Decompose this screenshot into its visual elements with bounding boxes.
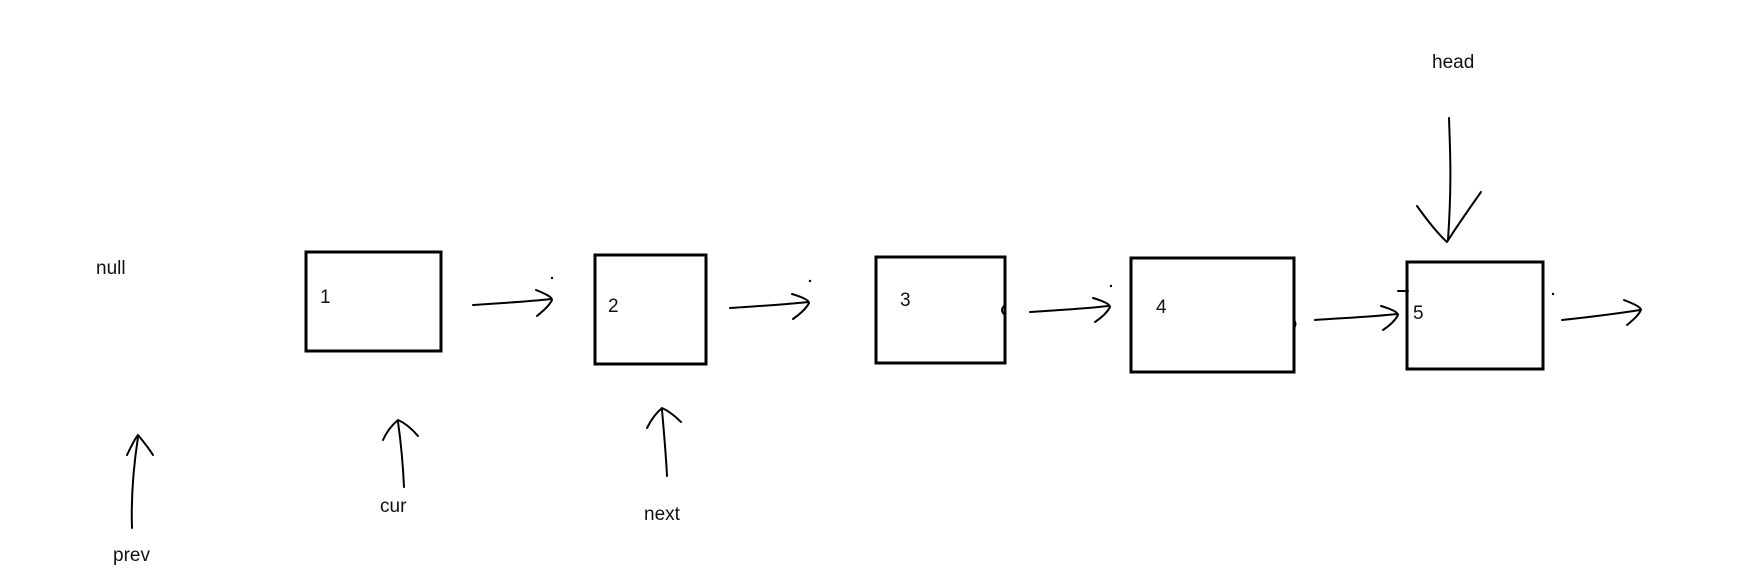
ink-dot: [1109, 284, 1113, 288]
arrow-head: [382, 419, 419, 441]
arrow-head: [791, 293, 810, 320]
arrow-shaft: [729, 301, 809, 309]
arrow-shaft: [1447, 117, 1452, 241]
node-4-value: 4: [1156, 297, 1167, 318]
node-5: 5: [1397, 260, 1545, 371]
node-4-mark: [1293, 319, 1297, 329]
arrow-shaft: [130, 436, 139, 529]
node-5-box: [1405, 260, 1545, 371]
node-4: 4: [1129, 256, 1297, 374]
arrow-2-to-3: [729, 279, 812, 320]
arrow-shaft: [1561, 309, 1641, 321]
null-label: null: [96, 258, 126, 279]
ink-dot: [808, 279, 812, 283]
cur-pointer-arrow: [382, 419, 419, 488]
next-label: next: [644, 504, 681, 525]
arrow-head: [1416, 191, 1482, 243]
cur-label: cur: [380, 496, 407, 517]
arrow-head: [1623, 299, 1642, 326]
ink-dot: [550, 276, 554, 280]
arrow-3-to-4: [1029, 284, 1113, 323]
node-3-mark: [1001, 304, 1006, 316]
node-1-box: [304, 250, 443, 353]
arrow-shaft: [472, 298, 552, 306]
next-pointer-arrow: [646, 407, 682, 477]
head-label: head: [1432, 52, 1474, 73]
arrow-head: [126, 434, 154, 456]
node-5-value: 5: [1413, 303, 1424, 324]
arrow-4-to-5: [1314, 305, 1399, 331]
node-2: 2: [593, 253, 708, 366]
ink-dot: [1551, 292, 1555, 296]
node-4-box: [1129, 256, 1296, 374]
node-2-box: [593, 253, 708, 366]
arrow-shaft: [397, 421, 405, 488]
arrow-head: [646, 407, 682, 429]
arrow-head: [535, 289, 553, 317]
node-2-value: 2: [608, 296, 619, 317]
prev-label: prev: [113, 545, 150, 566]
node-1: 1: [304, 250, 443, 353]
arrow-shaft: [1029, 305, 1109, 313]
node-3-value: 3: [900, 290, 911, 311]
node-3: 3: [874, 255, 1007, 365]
arrow-5-to-next: [1551, 292, 1642, 326]
node-3-box: [874, 255, 1007, 365]
arrow-shaft: [1314, 313, 1398, 321]
arrow-shaft: [661, 409, 668, 477]
arrow-head: [1092, 297, 1111, 323]
arrow-1-to-2: [472, 276, 554, 317]
node-1-value: 1: [320, 287, 331, 308]
prev-pointer-arrow: [126, 434, 154, 529]
arrow-head: [1380, 305, 1399, 331]
head-pointer-arrow: [1416, 117, 1482, 243]
